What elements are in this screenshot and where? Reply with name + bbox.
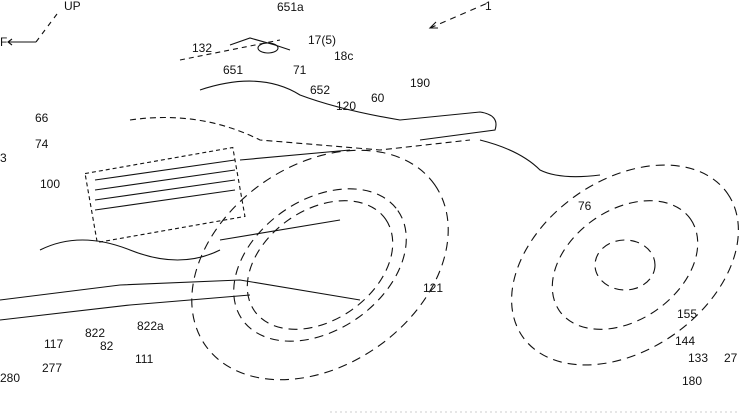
direction-arrows [7, 1, 491, 46]
label-822a: 822a [137, 319, 164, 333]
label-155: 155 [677, 307, 698, 321]
label-280: 280 [0, 371, 21, 385]
label-120: 120 [336, 99, 357, 113]
label-66: 66 [35, 111, 49, 125]
label-76: 76 [578, 199, 592, 213]
label-18c: 18c [334, 49, 354, 63]
label-132: 132 [192, 41, 213, 55]
label-180: 180 [682, 374, 703, 388]
label-27: 27 [724, 351, 738, 365]
label-121: 121 [423, 281, 444, 295]
handlebar [229, 37, 291, 54]
fuel-tank-and-seat [129, 80, 601, 178]
label-651: 651 [223, 63, 244, 77]
label-652: 652 [310, 83, 331, 97]
label-133: 133 [688, 351, 709, 365]
label-277: 277 [42, 361, 63, 375]
label-60: 60 [371, 91, 385, 105]
label-190: 190 [410, 76, 431, 90]
label-74: 74 [35, 137, 49, 151]
label-3: 3 [0, 151, 7, 165]
rear-wheel [191, 149, 449, 381]
label-100: 100 [40, 177, 61, 191]
front-wheel [511, 164, 739, 366]
engine [39, 146, 246, 261]
label-front: F [0, 35, 8, 49]
label-17-5: 17(5) [308, 33, 337, 47]
label-111: 111 [135, 352, 154, 366]
label-117: 117 [44, 337, 64, 351]
label-651a: 651a [277, 0, 304, 14]
label-82: 82 [100, 339, 114, 353]
label-144: 144 [675, 334, 696, 348]
label-1: 1 [485, 0, 492, 13]
label-up: UP [64, 0, 81, 13]
label-71: 71 [293, 63, 307, 77]
label-822: 822 [85, 326, 106, 340]
